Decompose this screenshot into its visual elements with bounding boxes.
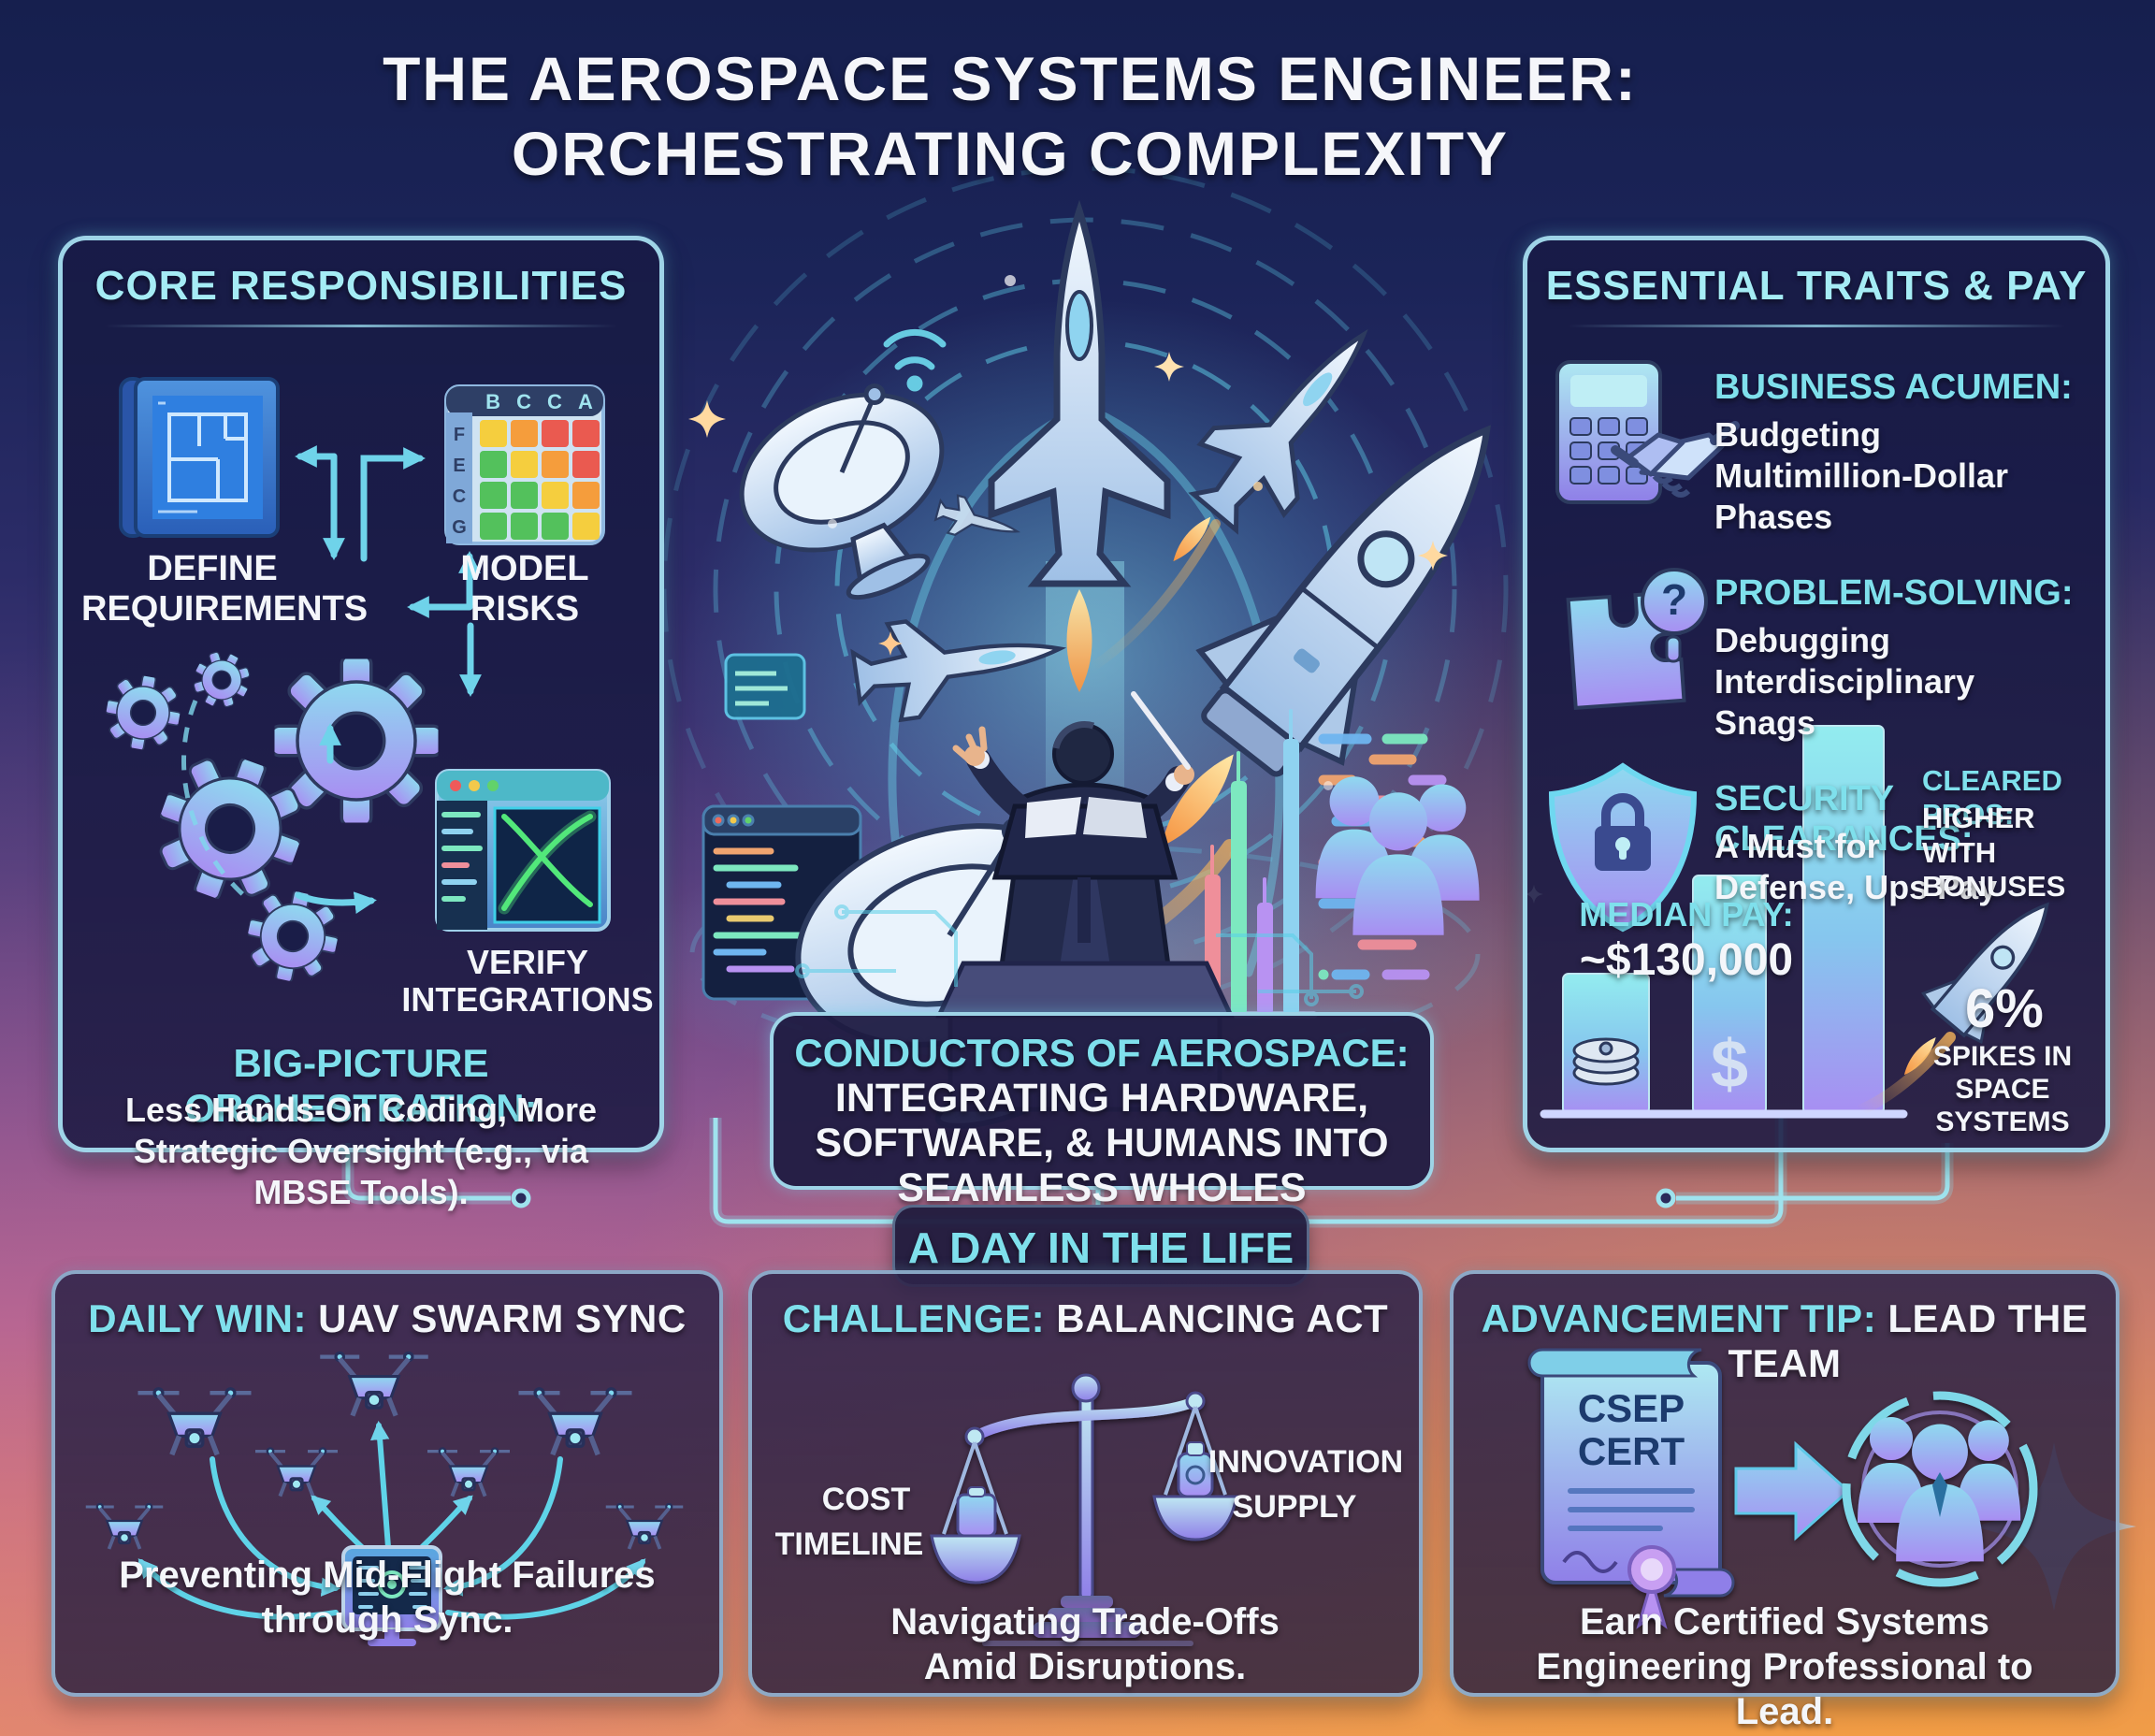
calculator-handshake-icon — [1555, 360, 1740, 504]
trait-label: PROBLEM-SOLVING: — [1714, 573, 2074, 613]
advancement-title-rest: LEAD THE TEAM — [1728, 1296, 2089, 1385]
ribbon-icon — [1627, 1545, 1676, 1629]
median-pay-label: MEDIAN PAY: — [1579, 895, 1794, 933]
core-panel-title: CORE RESPONSIBILITIES — [94, 263, 628, 309]
blueprint-icon — [119, 377, 280, 538]
cert-text-line2: CERT — [1578, 1429, 1685, 1473]
cert-text-line1: CSEP — [1578, 1386, 1685, 1430]
advancement-title-accent: ADVANCEMENT TIP: — [1481, 1296, 1877, 1340]
music-stand-icon — [991, 803, 1179, 880]
verify-window-icon — [435, 769, 611, 932]
shield-lock-icon — [1548, 762, 1698, 933]
median-pay-value: ~$130,000 — [1579, 935, 1794, 985]
fighter-jet-icon — [850, 619, 1067, 723]
code-window-icon — [724, 653, 806, 720]
fighter-jet-icon — [1173, 328, 1368, 562]
trait-label: BUSINESS ACUMEN: — [1714, 368, 2073, 407]
pay-bar-chart: $ — [1540, 725, 2049, 1119]
challenge-title: CHALLENGE: BALANCING ACT — [752, 1296, 1419, 1341]
certificate-icon: CSEP CERT — [1527, 1348, 1735, 1629]
svg-text:C: C — [547, 390, 562, 413]
trait-desc: A Must for Defense, Ups Pay — [1714, 827, 1998, 906]
define-requirements-label: DEFINE REQUIREMENTS — [81, 549, 369, 629]
big-picture-heading: BIG-PICTURE ORCHESTRATION: — [184, 1041, 538, 1130]
divider — [1568, 325, 2065, 327]
divider — [104, 325, 618, 327]
satellite-dish-icon — [739, 383, 945, 600]
svg-text:A: A — [578, 390, 593, 413]
challenge-panel: CHALLENGE: BALANCING ACT — [748, 1270, 1423, 1697]
sync-arrows — [137, 1420, 646, 1620]
baton-icon — [1131, 691, 1191, 770]
day-tab-label: A DAY IN THE LIFE — [907, 1223, 1294, 1272]
big-picture-body: Less Hands-On Coding, More Strategic Ove… — [124, 1091, 598, 1211]
cash-stack-icon — [1572, 1037, 1640, 1086]
supply-label: SUPPLY — [1233, 1489, 1357, 1525]
challenge-caption: Navigating Trade-Offs Amid Disruptions. — [890, 1601, 1280, 1687]
cleared-pros-label: CLEARED PROS: — [1922, 764, 2062, 831]
svg-text:E: E — [453, 456, 465, 476]
sparkles — [688, 275, 1543, 904]
daily-win-title: DAILY WIN: UAV SWARM SYNC — [55, 1296, 719, 1341]
small-plane-icon — [933, 494, 1021, 536]
arrow-right-icon — [1734, 1440, 1851, 1541]
flow-arrows — [295, 445, 482, 914]
puzzle-question-icon: ? — [1566, 568, 1708, 711]
rocket-icon — [1161, 425, 1492, 847]
balance-scale-icon: COST TIMELINE INNOVATION SUPPLY — [775, 1373, 1403, 1646]
essential-traits-panel: ESSENTIAL TRAITS & PAY — [1523, 236, 2110, 1152]
daily-win-title-rest: UAV SWARM SYNC — [306, 1296, 687, 1340]
svg-text:C: C — [516, 390, 531, 413]
cost-label: COST — [822, 1482, 911, 1517]
traits-panel-title: ESSENTIAL TRAITS & PAY — [1545, 263, 2088, 309]
wifi-signal-icon — [883, 328, 947, 392]
banner-body: INTEGRATING HARDWARE, SOFTWARE, & HUMANS… — [815, 1076, 1389, 1211]
conductors-banner: CONDUCTORS OF AEROSPACE: INTEGRATING HAR… — [770, 1012, 1434, 1210]
sync-monitor-icon — [341, 1545, 442, 1646]
circuit-traces — [795, 904, 1364, 1006]
model-risks-label: MODEL RISKS — [460, 549, 589, 629]
team-emblem-icon — [1842, 1391, 2038, 1587]
svg-text:G: G — [452, 517, 467, 538]
timeline-label: TIMELINE — [775, 1526, 924, 1562]
banner-heading: CONDUCTORS OF AEROSPACE: — [794, 1031, 1410, 1075]
verify-integrations-label: VERIFY INTEGRATIONS — [401, 943, 654, 1020]
jet-icon — [988, 199, 1171, 692]
daily-win-caption: Preventing Mid-Flight Failures through S… — [119, 1555, 656, 1641]
page-title-line1: THE AEROSPACE SYSTEMS ENGINEER: — [383, 44, 1638, 113]
challenge-title-rest: BALANCING ACT — [1045, 1296, 1389, 1340]
svg-text:?: ? — [1661, 575, 1687, 624]
trait-desc: Budgeting Multimillion-Dollar Phases — [1714, 415, 2008, 536]
dollar-icon: $ — [1711, 1027, 1748, 1102]
advancement-caption: Earn Certified Systems Engineering Profe… — [1536, 1601, 2033, 1732]
advancement-panel: ADVANCEMENT TIP: LEAD THE TEAM CSEP CERT — [1450, 1270, 2119, 1732]
challenge-title-accent: CHALLENGE: — [782, 1296, 1046, 1340]
svg-text:F: F — [454, 425, 465, 445]
spike-desc: SPIKES IN SPACE SYSTEMS — [1932, 1041, 2073, 1137]
daily-win-title-accent: DAILY WIN: — [88, 1296, 307, 1340]
page-title-line2: ORCHESTRATING COMPLEXITY — [511, 119, 1510, 188]
svg-text:B: B — [485, 390, 500, 413]
innovation-label: INNOVATION — [1208, 1444, 1403, 1480]
daily-win-panel: DAILY WIN: UAV SWARM SYNC — [51, 1270, 723, 1697]
advancement-title: ADVANCEMENT TIP: LEAD THE TEAM — [1454, 1296, 2116, 1386]
rocket-icon — [1903, 902, 2049, 1076]
trait-desc: Debugging Interdisciplinary Snags — [1714, 621, 1975, 742]
spike-percent: 6% — [1965, 978, 2044, 1039]
svg-text:C: C — [453, 486, 466, 507]
trait-label: SECURITY CLEARANCES: — [1714, 779, 1974, 859]
podium-icon — [935, 961, 1235, 1019]
cleared-pros-desc: HIGHER WITH BONUSES — [1922, 802, 2066, 904]
